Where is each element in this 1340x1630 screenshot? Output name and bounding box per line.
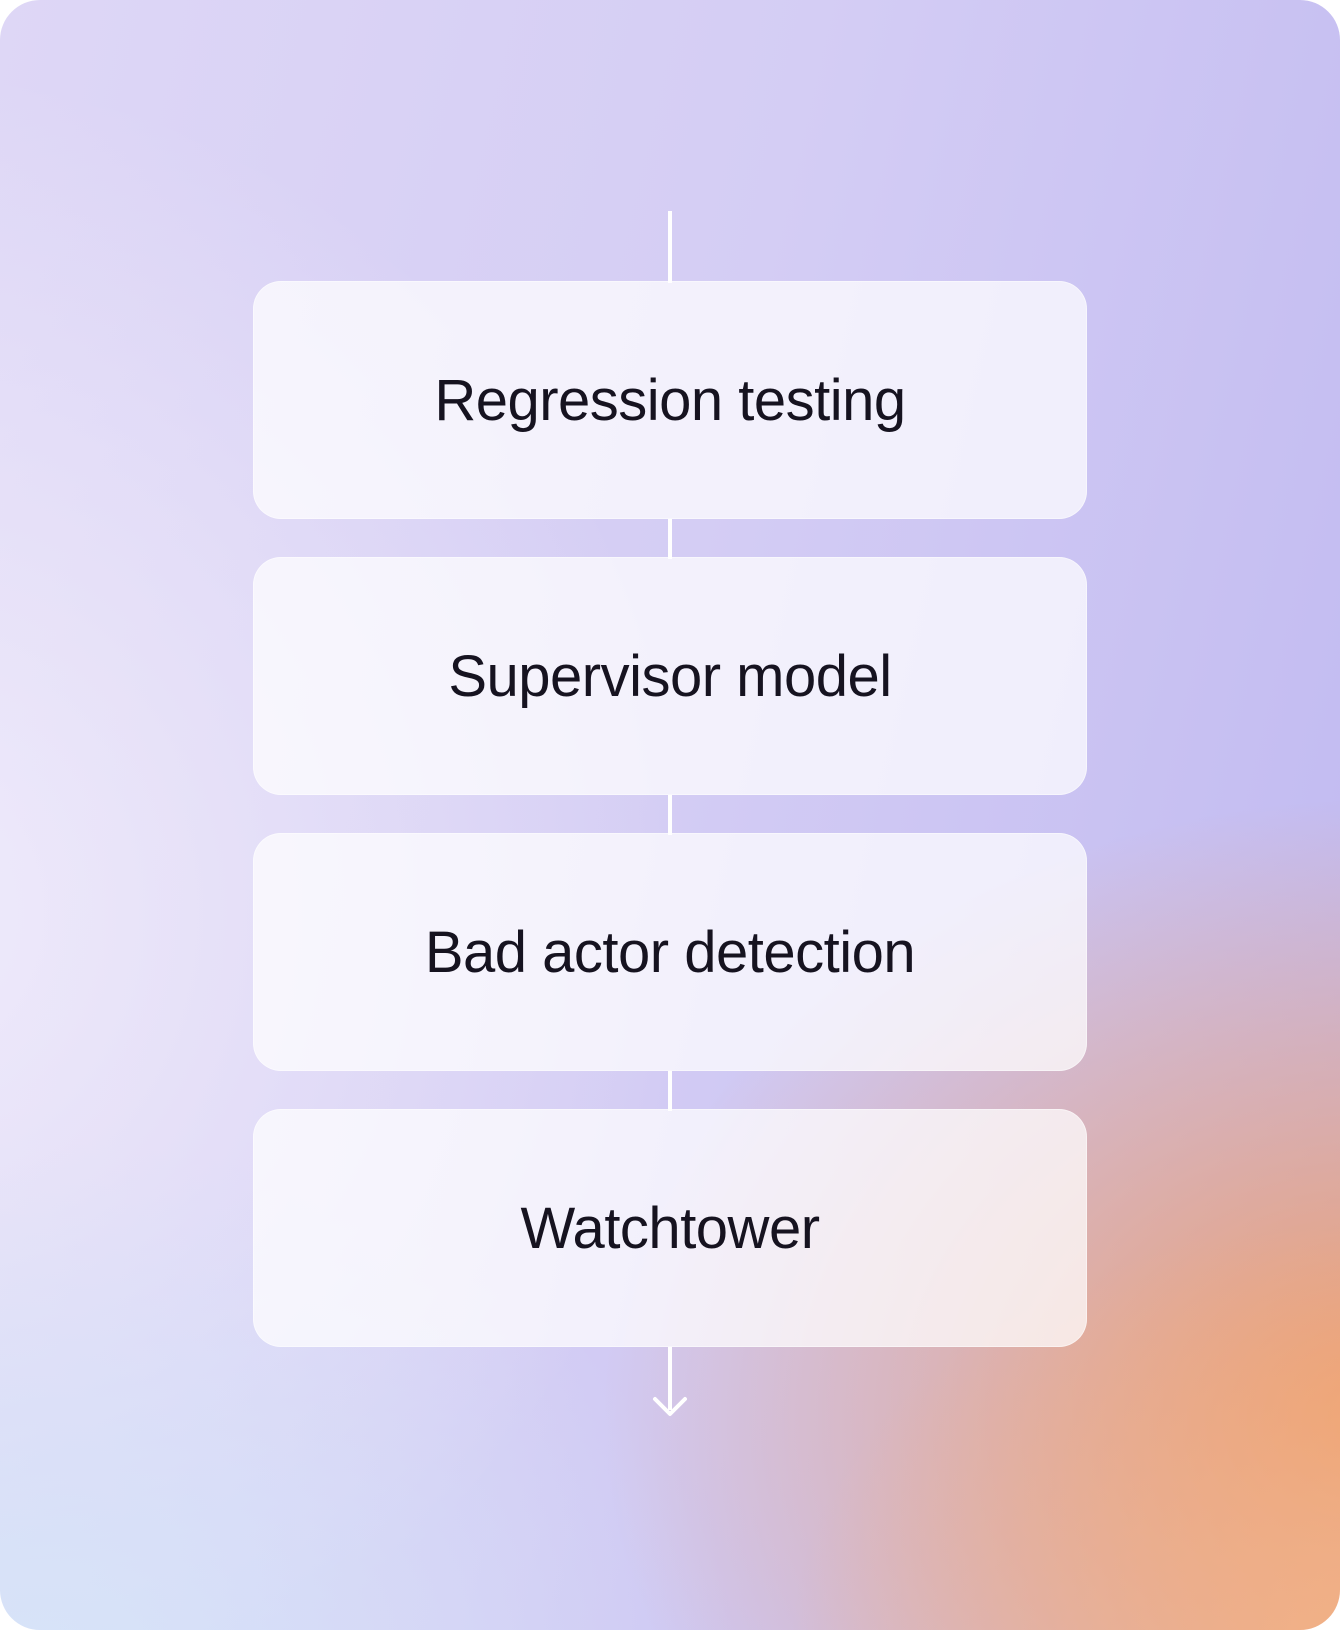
flow-node-regression-testing: Regression testing [253,281,1087,519]
connector-line-1 [668,519,672,559]
flow-node-supervisor-model: Supervisor model [253,557,1087,795]
connector-line-2 [668,795,672,835]
flow-node-label: Watchtower [520,1195,820,1261]
flow-node-label: Bad actor detection [424,919,916,985]
flow-node-bad-actor-detection: Bad actor detection [253,833,1087,1071]
connector-line-bottom [668,1347,672,1410]
flow-node-label: Regression testing [434,367,906,433]
flow-node-label: Supervisor model [448,643,892,709]
connector-line-top [668,211,672,283]
connector-line-3 [668,1071,672,1111]
arrow-down-icon [653,1397,687,1416]
flow-node-watchtower: Watchtower [253,1109,1087,1347]
